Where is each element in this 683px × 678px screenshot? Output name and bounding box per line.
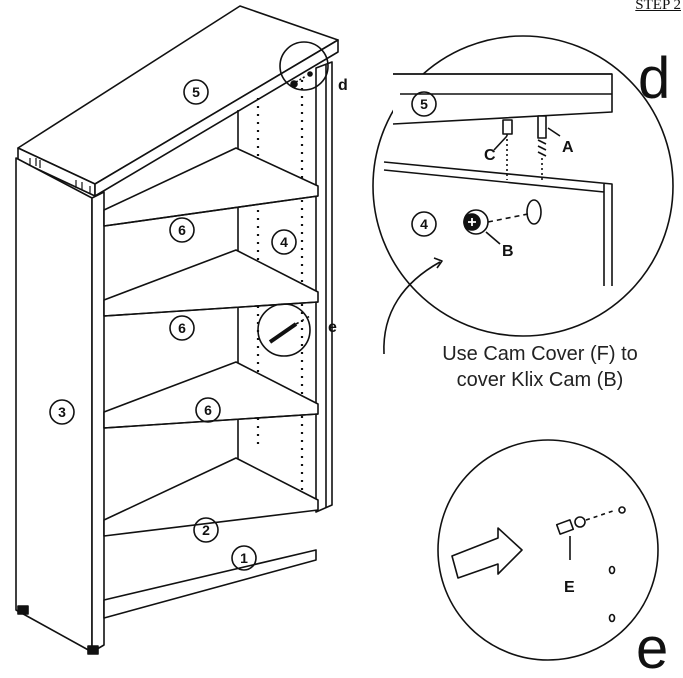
part-number-circle bbox=[169, 315, 195, 341]
part-label-bottom-shelf: 2 bbox=[202, 522, 210, 538]
part-number-circle bbox=[195, 397, 221, 423]
top-panel-shape bbox=[17, 5, 339, 185]
callout-circle-e bbox=[257, 303, 311, 357]
cam-small-top-icon bbox=[290, 71, 313, 88]
callout-label-d: d bbox=[338, 77, 348, 94]
part-label-shelf-middle: 6 bbox=[178, 320, 186, 336]
detail-d-big-letter: d bbox=[638, 46, 670, 111]
cam-bolt-small-icon bbox=[268, 315, 311, 344]
left-side-front-edge bbox=[91, 191, 105, 653]
step-title: STEP 2 bbox=[635, 0, 681, 13]
screw-a bbox=[537, 115, 547, 139]
part-number-circle bbox=[169, 217, 195, 243]
dowel-e bbox=[555, 506, 626, 560]
detail-d-number-circle bbox=[411, 211, 437, 237]
detail-d-part-back: 4 bbox=[420, 216, 428, 232]
part-label-shelf-lower: 6 bbox=[204, 402, 212, 418]
top-panel-right-edge bbox=[94, 39, 339, 197]
part-label-shelf-upper: 6 bbox=[178, 222, 186, 238]
part-number-circle bbox=[183, 79, 209, 105]
cam-cover-note: Use Cam Cover (F) to cover Klix Cam (B) bbox=[442, 343, 638, 391]
foot-left bbox=[17, 605, 29, 615]
detail-d-label-a: A bbox=[562, 139, 574, 156]
part-number-circle bbox=[49, 399, 75, 425]
detail-e-label-e: E bbox=[564, 579, 575, 596]
hole-icon bbox=[608, 613, 616, 623]
part-label-top: 5 bbox=[192, 84, 200, 100]
part-label-left-side: 3 bbox=[58, 404, 66, 420]
detail-d-number-circle bbox=[411, 91, 437, 117]
detail-e-big-letter: e bbox=[636, 616, 668, 673]
shelf-bottom bbox=[103, 457, 319, 537]
direction-arrow bbox=[451, 527, 523, 579]
dowel-c bbox=[502, 119, 513, 135]
cam-hole bbox=[526, 199, 542, 225]
part-number-circle bbox=[231, 545, 257, 571]
detail-d-label-c: C bbox=[484, 147, 496, 164]
shelf-upper bbox=[103, 147, 319, 227]
part-label-back-panel: 4 bbox=[280, 234, 288, 250]
base-kick bbox=[103, 549, 317, 619]
shelf-middle bbox=[103, 249, 319, 317]
right-side-panel bbox=[315, 61, 333, 513]
shelf-lower bbox=[103, 361, 319, 429]
foot-right bbox=[87, 645, 99, 655]
detail-d bbox=[372, 35, 674, 337]
bookshelf-illustration bbox=[15, 5, 339, 655]
detail-d-part-top: 5 bbox=[420, 96, 428, 112]
detail-d-circle bbox=[372, 35, 674, 337]
callout-label-e: e bbox=[328, 319, 337, 336]
hole-icon bbox=[608, 565, 616, 575]
part-number-circle bbox=[193, 517, 219, 543]
detail-e-circle bbox=[437, 439, 659, 661]
callout-circle-d bbox=[279, 41, 329, 91]
detail-e bbox=[437, 439, 659, 661]
left-side-panel bbox=[15, 157, 93, 653]
part-number-circle bbox=[271, 229, 297, 255]
detail-d-label-b: B bbox=[502, 243, 514, 260]
note-arrow bbox=[383, 261, 441, 355]
part-label-base: 1 bbox=[240, 550, 248, 566]
